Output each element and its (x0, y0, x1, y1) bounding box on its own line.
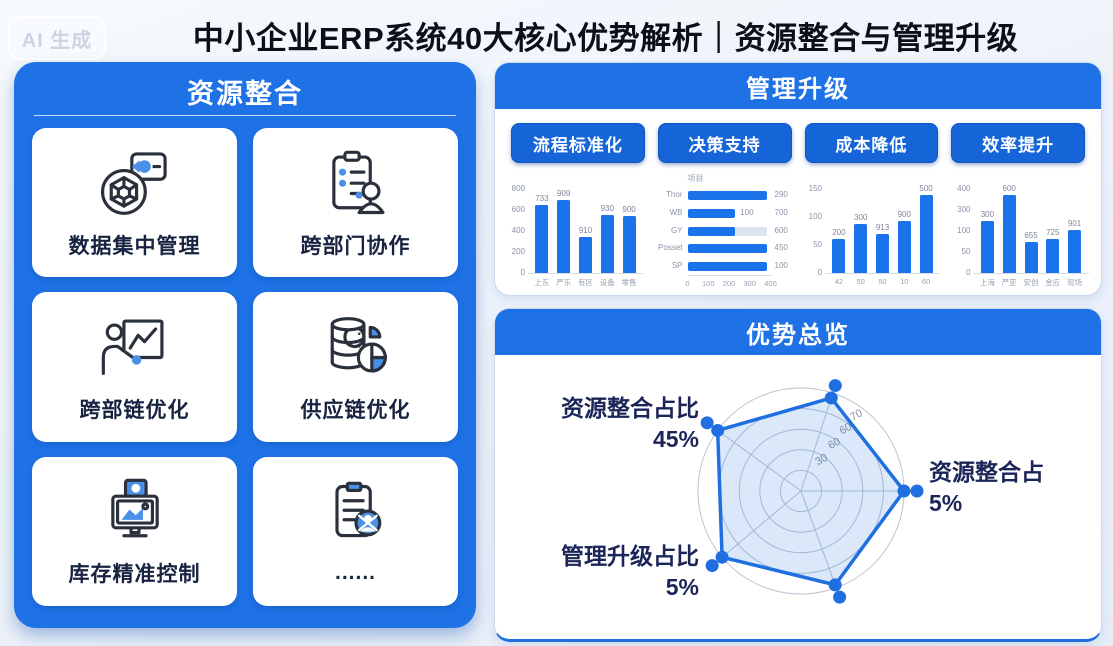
radar-outer-dot (910, 484, 924, 498)
chip-cost-reduction[interactable]: 成本降低 (804, 123, 939, 163)
bar (687, 208, 736, 218)
bar (622, 215, 636, 273)
monitor-chart-icon (97, 474, 173, 550)
radar-label-resource-ratio: 资源整合占比 45% (561, 393, 699, 455)
advantage-overview-title: 优势总览 (495, 309, 1101, 355)
document-person-icon (318, 477, 394, 553)
chip-decision-support[interactable]: 决策支持 (657, 123, 792, 163)
presenter-chart-icon (97, 310, 173, 386)
radar-ring-label: 60 (837, 421, 854, 438)
radar-label-value: 45% (652, 426, 699, 453)
bar (687, 261, 768, 271)
divider (34, 115, 456, 116)
card-label: 跨部门协作 (300, 234, 411, 258)
chip-efficiency-boost[interactable]: 效率提升 (951, 123, 1085, 163)
resource-integration-title: 资源整合 (187, 79, 303, 109)
card-chain-optimize: 跨部链优化 (32, 292, 237, 442)
page-title: 中小企业ERP系统40大核心优势解析｜资源整合与管理升级 (192, 21, 1019, 56)
bar (535, 204, 549, 273)
radar-vertex-dot (715, 550, 729, 564)
bar (897, 220, 911, 273)
bar (687, 244, 768, 254)
card-inventory-control: 库存精准控制 (32, 456, 237, 606)
radar-vertex-dot (711, 423, 725, 437)
gem-photo-icon (97, 146, 173, 222)
clipboard-person-icon (318, 146, 394, 222)
card-data-centralized: 数据集中管理 (32, 128, 237, 278)
bar (600, 215, 614, 273)
feature-card-grid: 数据集中管理 (32, 128, 458, 606)
card-label: 供应链优化 (300, 398, 411, 422)
radar-outer-dot (828, 379, 842, 393)
bar (687, 226, 736, 236)
radar-vertex-dot (897, 484, 911, 498)
radar-polygon (715, 396, 906, 587)
database-pie-icon (318, 310, 394, 386)
management-chip-row: 流程标准化 决策支持 成本降低 效率提升 (511, 123, 1085, 163)
radar-ring-label: 70 (848, 407, 865, 424)
radar-label-text: 资源整合占比 (561, 395, 699, 421)
bar (919, 194, 933, 273)
radar-vertex-dot (824, 391, 838, 405)
radar-label-management-share: 管理升级占比 5% (561, 541, 699, 603)
radar-label-text: 资源整合占 (929, 459, 1044, 485)
bar (980, 220, 994, 273)
radar-label-text: 管理升级占比 (561, 543, 699, 569)
radar-outer-dot (705, 559, 719, 573)
card-label: 数据集中管理 (68, 234, 201, 258)
radar-label-value: 5% (665, 574, 699, 601)
radar-outer-dot (700, 416, 714, 430)
bar (579, 237, 592, 273)
radar-label-resource-share: 资源整合占 5% (929, 457, 1044, 519)
bar (876, 233, 889, 273)
bar (854, 223, 868, 273)
card-supply-chain: 供应链优化 (253, 292, 458, 442)
card-cross-dept: 跨部门协作 (253, 128, 458, 278)
card-label: 库存精准控制 (68, 563, 201, 587)
card-label: ...... (334, 561, 376, 585)
radar-label-value: 5% (929, 490, 963, 517)
bar (557, 199, 571, 273)
chip-process-standardization[interactable]: 流程标准化 (511, 123, 645, 163)
ai-badge-label: AI 生成 (21, 29, 93, 52)
resource-integration-panel: 资源整合 (14, 62, 476, 628)
advantage-overview-panel: 优势总览 30606070 资源整合占比 45% 资源整合占 5% 管理升级占比… (494, 308, 1102, 642)
bar (1046, 239, 1060, 273)
bar (687, 191, 768, 201)
bar (832, 239, 846, 273)
management-upgrade-title: 管理升级 (495, 63, 1101, 109)
radar-chart: 30606070 (697, 379, 924, 604)
bar (1068, 229, 1082, 273)
ai-generated-badge: AI 生成 (8, 16, 106, 60)
bar (1024, 241, 1038, 273)
card-more: ...... (253, 456, 458, 606)
card-label: 跨部链优化 (79, 398, 190, 422)
radar-ring-label: 30 (813, 452, 830, 469)
radar-vertex-dot (828, 578, 842, 592)
radar-ring-label: 60 (826, 436, 843, 453)
radar-outer-dot (833, 590, 847, 604)
bar (1002, 195, 1016, 273)
